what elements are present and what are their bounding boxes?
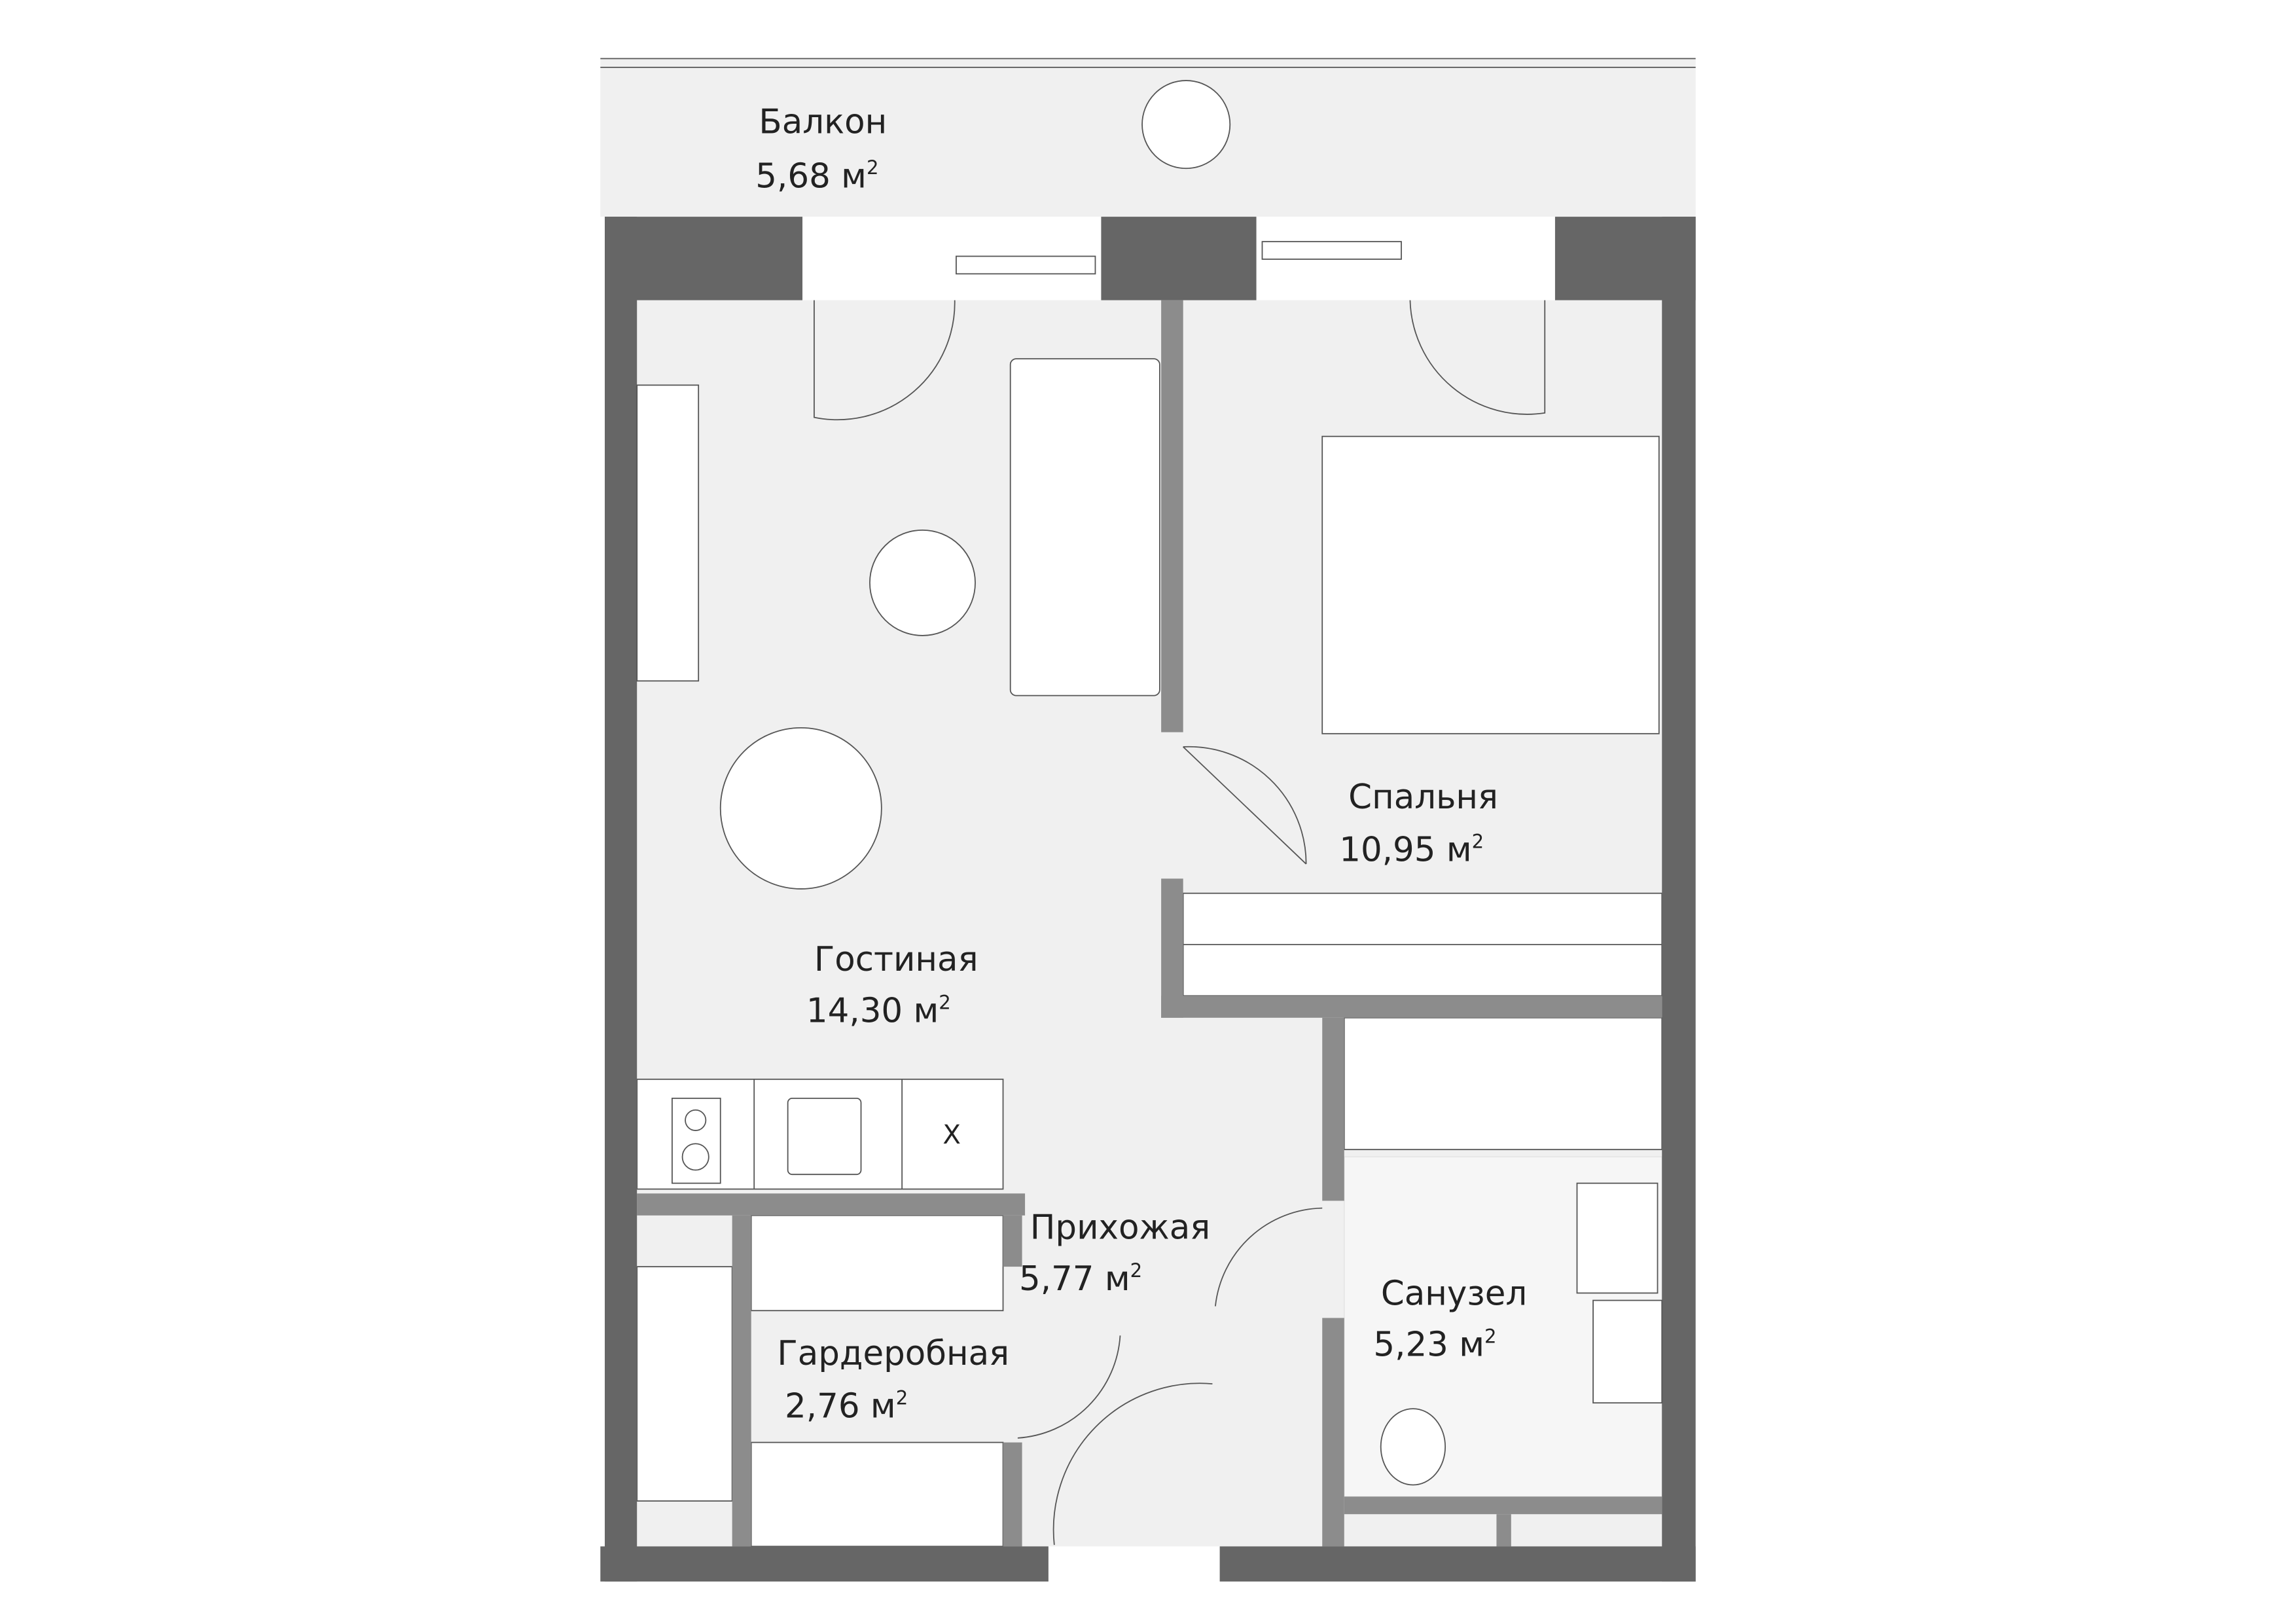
furniture — [636, 80, 1663, 1486]
svg-text:5,68 м2: 5,68 м2 — [755, 156, 878, 196]
stove-icon — [672, 1097, 721, 1184]
coffee-table — [869, 529, 976, 636]
toilet — [1380, 1408, 1446, 1486]
svg-text:2,76 м2: 2,76 м2 — [785, 1386, 908, 1426]
washing-machine — [1592, 1299, 1663, 1404]
fridge-mark: X — [942, 1120, 961, 1150]
bed — [1321, 435, 1660, 734]
washbasin — [1576, 1182, 1659, 1294]
room-area: 10,95 м — [1339, 830, 1471, 869]
outer-walls — [600, 217, 1696, 1582]
room-name: Прихожая — [1030, 1208, 1210, 1248]
shower-area — [1343, 1017, 1663, 1151]
door-swings — [814, 300, 1546, 1545]
wardrobe-shelf-upper — [750, 1214, 1004, 1312]
room-name: Санузел — [1381, 1274, 1527, 1313]
room-area: 5,77 м — [1019, 1259, 1130, 1299]
room-label-hallway: Прихожая 5,77 м2 — [1019, 1208, 1210, 1299]
room-area: 5,68 м — [755, 156, 867, 196]
room-label-bedroom: Спальня 10,95 м2 — [1339, 778, 1498, 870]
inner-walls — [637, 300, 1662, 1547]
windows — [802, 217, 1555, 300]
svg-text:5,77 м2: 5,77 м2 — [1019, 1259, 1142, 1299]
room-label-balcony: Балкон 5,68 м2 — [755, 103, 887, 196]
balcony-table — [1141, 80, 1231, 170]
sofa — [1009, 358, 1160, 696]
room-area: 14,30 м — [806, 992, 939, 1031]
room-label-wardrobe: Гардеробная 2,76 м2 — [777, 1334, 1009, 1426]
svg-text:14,30 м2: 14,30 м2 — [806, 991, 951, 1030]
room-area: 5,23 м — [1373, 1326, 1484, 1365]
room-label-living: Гостиная 14,30 м2 — [806, 940, 978, 1030]
room-name: Балкон — [759, 103, 887, 142]
room-label-bathroom: Санузел 5,23 м2 — [1373, 1274, 1527, 1364]
tv-stand — [636, 384, 700, 682]
room-area: 2,76 м — [785, 1387, 896, 1426]
room-name: Гардеробная — [777, 1334, 1009, 1373]
sink-icon — [787, 1097, 862, 1176]
svg-text:5,23 м2: 5,23 м2 — [1373, 1325, 1496, 1364]
room-name: Гостиная — [814, 940, 978, 979]
room-name: Спальня — [1348, 778, 1498, 817]
wardrobe-shelf-lower — [750, 1441, 1004, 1547]
dining-table — [719, 727, 882, 890]
svg-text:10,95 м2: 10,95 м2 — [1339, 830, 1484, 869]
hall-closet — [636, 1266, 733, 1502]
kitchen-counter: X — [636, 1078, 1004, 1190]
